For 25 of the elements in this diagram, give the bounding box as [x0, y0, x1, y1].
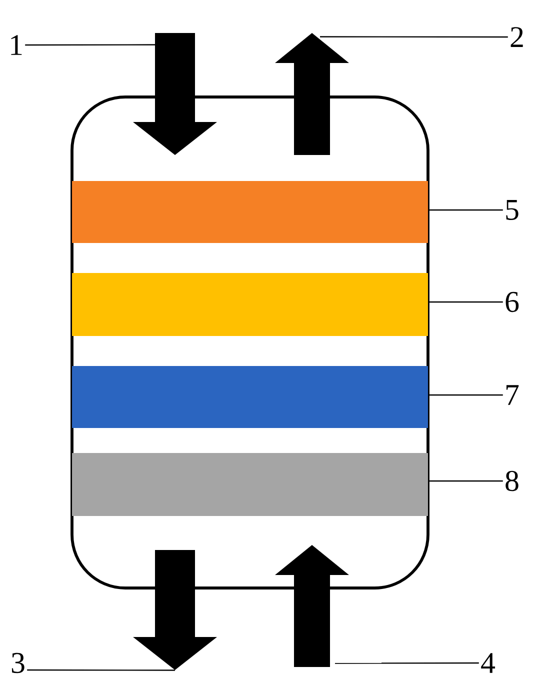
flow-arrow — [275, 33, 349, 155]
leader-line — [428, 394, 503, 396]
leader-line — [428, 480, 503, 482]
callout-number: 3 — [12, 652, 24, 674]
flow-arrow — [133, 550, 217, 670]
callout-number: 4 — [481, 653, 496, 673]
leader-line — [25, 44, 155, 46]
packed-layer — [72, 453, 428, 516]
flow-arrow — [133, 33, 217, 155]
packed-layer — [72, 181, 428, 243]
leader-line — [428, 301, 503, 303]
leader-line — [335, 662, 479, 664]
callout-number: 6 — [506, 292, 519, 312]
packed-layer — [72, 273, 428, 336]
callout-number: 5 — [506, 200, 518, 220]
leader-line — [320, 36, 508, 38]
callout-number: 1 — [11, 35, 22, 55]
leader-line — [428, 209, 503, 211]
callout-number: 7 — [506, 385, 519, 405]
packed-layer — [72, 366, 428, 428]
callout-number: 8 — [506, 470, 518, 492]
leader-line — [27, 669, 175, 671]
vessel-outline — [70, 96, 430, 590]
flow-arrow — [275, 545, 349, 667]
callout-number: 2 — [510, 27, 523, 47]
